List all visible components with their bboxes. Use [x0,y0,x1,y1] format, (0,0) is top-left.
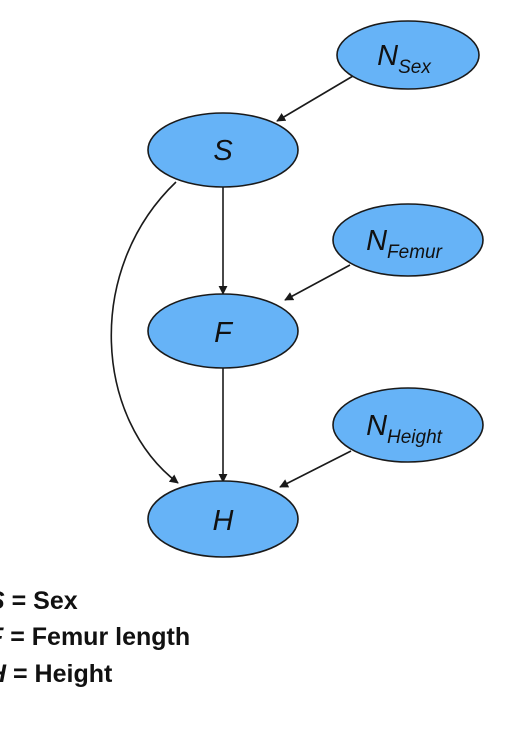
node-n-femur: NFemur [332,203,484,277]
node-s: S [147,112,299,188]
legend-letter: F [0,623,3,651]
node-n-sex: NSex [336,20,480,90]
legend-item-height: H = Height [0,662,112,687]
node-f-label: F [214,317,234,349]
edge-nheight-to-h [279,450,352,488]
legend-letter: H [0,660,6,688]
node-n-height-main: N [366,410,387,442]
edge-nfemur-to-f [284,264,351,301]
node-n-sex-main: N [377,40,398,72]
legend-text: = Femur length [3,623,191,651]
node-n-femur-sub: Femur [387,242,443,263]
svg-text:NHeight: NHeight [366,410,443,448]
legend-text: = Height [6,660,113,688]
node-n-femur-main: N [366,225,387,257]
edge-nsex-to-s [276,75,354,122]
legend-letter: S [0,587,5,615]
svg-text:NSex: NSex [377,40,432,78]
node-s-label: S [213,135,233,167]
svg-text:NFemur: NFemur [366,225,443,263]
legend-item-sex: S = Sex [0,589,78,614]
node-h-label: H [213,505,234,537]
edge-s-to-h [110,181,179,484]
legend-text: = Sex [4,587,78,615]
node-n-height-sub: Height [387,427,443,448]
node-n-sex-sub: Sex [398,57,432,78]
node-f: F [147,293,299,369]
node-h: H [147,480,299,558]
legend-item-femur-length: F = Femur length [0,625,190,650]
node-n-height: NHeight [332,387,484,463]
